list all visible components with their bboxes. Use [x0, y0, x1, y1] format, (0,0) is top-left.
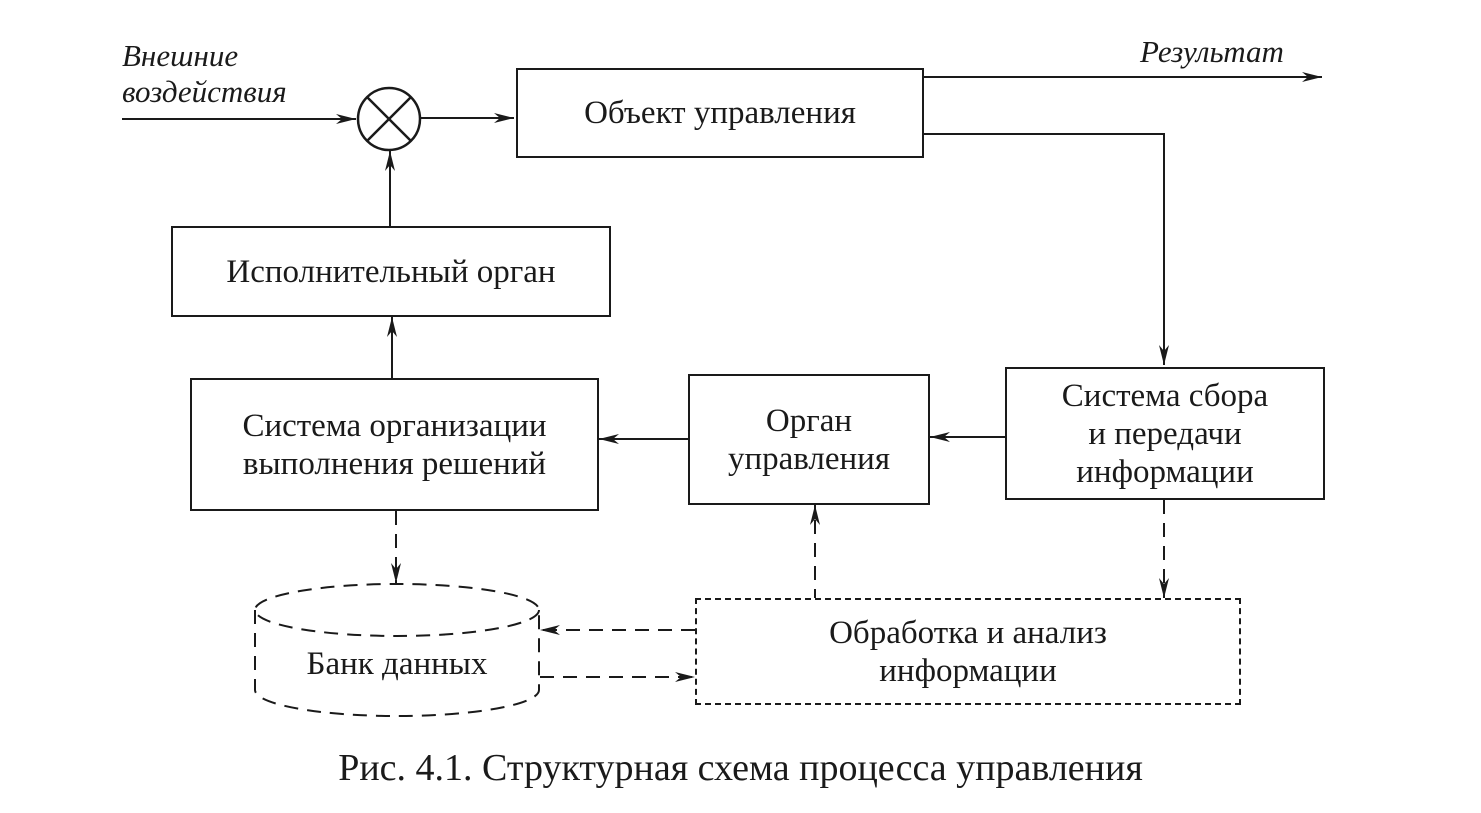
output-label: Результат [1140, 34, 1284, 69]
processing-block: Обработка и анализ информации [695, 598, 1241, 705]
summing-junction-icon [356, 86, 422, 152]
data-bank-label: Банк данных [306, 646, 488, 682]
execution-system-label-line-1: Система организации [242, 407, 547, 444]
control-organ-block: Орган управления [688, 374, 930, 505]
data-bank-cylinder-icon [254, 583, 540, 717]
processing-label-line-2: информации [879, 652, 1057, 689]
control-object-block: Объект управления [516, 68, 924, 158]
info-collection-label-line-3: информации [1076, 453, 1254, 490]
figure-caption: Рис. 4.1. Структурная схема процесса упр… [338, 747, 1143, 789]
input-label: Внешние воздействия [122, 38, 287, 110]
info-collection-label-line-2: и передачи [1088, 415, 1242, 452]
executive-organ-block: Исполнительный орган [171, 226, 611, 317]
processing-label-line-1: Обработка и анализ [829, 614, 1107, 651]
input-label-line-2: воздействия [122, 74, 287, 109]
control-organ-label-line-2: управления [727, 440, 891, 477]
control-object-label: Объект управления [584, 95, 856, 131]
info-collection-label-line-1: Система сбора [1061, 377, 1269, 414]
execution-system-block: Система организации выполнения решений [190, 378, 599, 511]
info-collection-block: Система сбора и передачи информации [1005, 367, 1325, 500]
execution-system-label-line-2: выполнения решений [242, 445, 547, 482]
feedback-arrow [924, 133, 1169, 365]
executive-organ-label: Исполнительный орган [226, 253, 556, 290]
input-label-line-1: Внешние [122, 38, 239, 73]
control-organ-label-line-1: Орган [765, 402, 853, 439]
